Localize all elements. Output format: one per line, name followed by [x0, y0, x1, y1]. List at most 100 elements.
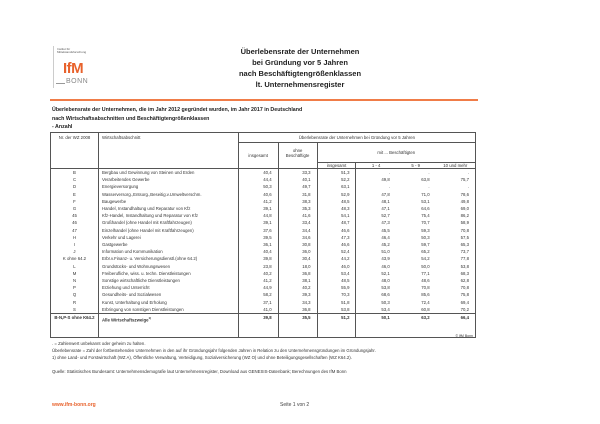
wz-code: I: [73, 242, 76, 248]
sector-name: Verarbeitendes Gewerbe: [97, 176, 239, 184]
rate-value: 18,0: [277, 262, 318, 270]
rate-value: 75,7: [460, 177, 469, 183]
header-insgesamt: insgesamt: [237, 142, 279, 169]
rate-value: .: [355, 183, 396, 191]
rate-value: 36,8: [277, 305, 318, 314]
rate-value: 36,1: [237, 241, 279, 249]
rate-value: .: [428, 184, 430, 190]
rate-value: 30,8: [277, 241, 318, 249]
rate-value: 53,4: [355, 305, 396, 314]
sector-name: Kunst, Unterhaltung und Erholung: [97, 298, 239, 306]
rate-value: 23,8: [237, 262, 279, 270]
logo-ifm: IfM: [63, 60, 84, 77]
rate-value: 31,8: [277, 190, 318, 198]
sector-name: Handel, Instandhaltung und Reparatur von…: [97, 205, 239, 213]
note-line: . = Zahlenwert unbekannt oder geheim zu …: [52, 341, 146, 346]
rate-value: .: [428, 170, 430, 175]
rate-value: 54,2: [421, 256, 430, 262]
table-row: 47 Einzelhandel (ohne Handel mit Kraftfah…: [51, 226, 476, 234]
rate-value: 40,6: [237, 190, 279, 198]
wz-code: 47: [72, 227, 77, 233]
rate-value: 62,8: [460, 278, 469, 284]
rate-value: 53,8: [316, 305, 356, 314]
sector-name: Großhandel (ohne Handel mit Kraftfahrzeu…: [97, 219, 239, 227]
rate-value: 53,4: [316, 269, 356, 278]
rate-value: 52,4: [316, 248, 356, 256]
rate-value: 69,4: [460, 299, 469, 305]
total-value: 51,2: [316, 313, 356, 331]
header-nr: Nr. der WZ 2008: [58, 135, 91, 140]
rate-value: 38,3: [277, 197, 318, 206]
rate-value: 36,8: [277, 269, 318, 278]
rate-value: 44,9: [237, 284, 279, 292]
total-code: B-N,P-S ohne K64.2: [50, 313, 99, 331]
caption-line: nach Wirtschaftsabschnitten und Beschäft…: [52, 115, 210, 122]
table-row: G Handel, Instandhaltung und Reparatur vo…: [51, 205, 476, 213]
rate-value: 47,1: [355, 205, 396, 213]
rate-value: 78,6: [460, 191, 469, 197]
rate-value: 44,2: [316, 255, 356, 263]
rate-value: 46,6: [316, 226, 356, 234]
page-title: Überlebensrate der Unternehmen bei Gründ…: [150, 46, 450, 90]
rate-value: 41,2: [237, 197, 279, 206]
rate-value: 65,3: [460, 242, 469, 248]
header-sub: insgesamt: [316, 162, 356, 169]
wz-code: R: [72, 299, 77, 305]
footer-link[interactable]: www.ifm-bonn.org: [52, 402, 96, 408]
rate-value: 48,5: [316, 277, 356, 285]
rate-value: 53,8: [355, 284, 396, 292]
rate-value: 51,8: [316, 298, 356, 306]
total-label: Alle Wirtschaftszweige1): [97, 313, 239, 331]
rate-value: 59,7: [421, 242, 430, 248]
caption-line: - Anzahl: [52, 124, 73, 130]
sector-name: Bergbau und Gewinnung von Steinen und Er…: [97, 168, 239, 177]
rate-value: 47,8: [355, 190, 396, 198]
sector-name: Baugewerbe: [97, 197, 239, 206]
wz-code: D: [72, 184, 77, 190]
rate-value: 46,6: [316, 241, 356, 249]
wz-code: G: [72, 206, 77, 212]
rate-value: 48,7: [316, 219, 356, 227]
wz-code: M: [72, 270, 77, 276]
rate-value: 75,8: [460, 292, 469, 298]
rate-value: 57,5: [460, 234, 469, 240]
survival-rate-table: Nr. der WZ 2008 Wirtschaftsabschnitt Übe…: [50, 132, 476, 339]
total-value: 50,1: [355, 313, 396, 331]
footnote-ref: 1): [148, 316, 152, 321]
rate-value: .: [467, 184, 469, 190]
title-line: Überlebensrate der Unternehmen: [240, 47, 360, 56]
note-line: 1) ohne Land- und Forstwirtschaft (WZ A)…: [52, 355, 352, 360]
table-caption: Überlebensrate der Unternehmen, die im J…: [52, 106, 302, 132]
rate-value: 43,9: [355, 255, 396, 263]
sector-name: Wasserversorg.,Entsorg.,Beseitig.v.Umwel…: [97, 190, 239, 198]
sector-name: Freiberufliche, wiss. u. techn. Dienstle…: [97, 269, 239, 278]
rate-value: 51,3: [316, 168, 356, 177]
rate-value: 51,0: [355, 248, 396, 256]
sector-name: Erbringung von sonstigen Dienstleistunge…: [97, 305, 239, 314]
sector-name: Gesundheits- und Sozialwesen: [97, 291, 239, 299]
total-label-text: Alle Wirtschaftszweige: [101, 317, 149, 323]
header-main: Überlebensrate der Unternehmen bei Gründ…: [237, 132, 476, 143]
sector-name: Gastgewerbe: [97, 241, 239, 249]
rate-value: 70,8: [460, 285, 469, 291]
rate-value: 38,1: [277, 277, 318, 285]
sector-name: Sonstige wirtschaftliche Dienstleistunge…: [97, 277, 239, 285]
sector-name: Einzelhandel (ohne Handel mit Kraftfahrz…: [97, 226, 239, 234]
rate-value: 50,0: [421, 263, 430, 269]
rate-value: 41,6: [277, 212, 318, 220]
rate-value: 44,8: [237, 212, 279, 220]
rate-value: 37,1: [237, 298, 279, 306]
rate-value: 71,0: [421, 191, 430, 197]
rate-value: 52,1: [355, 269, 396, 278]
ifm-logo: Institut für Mittelstandsforschung IfM B…: [53, 46, 93, 88]
